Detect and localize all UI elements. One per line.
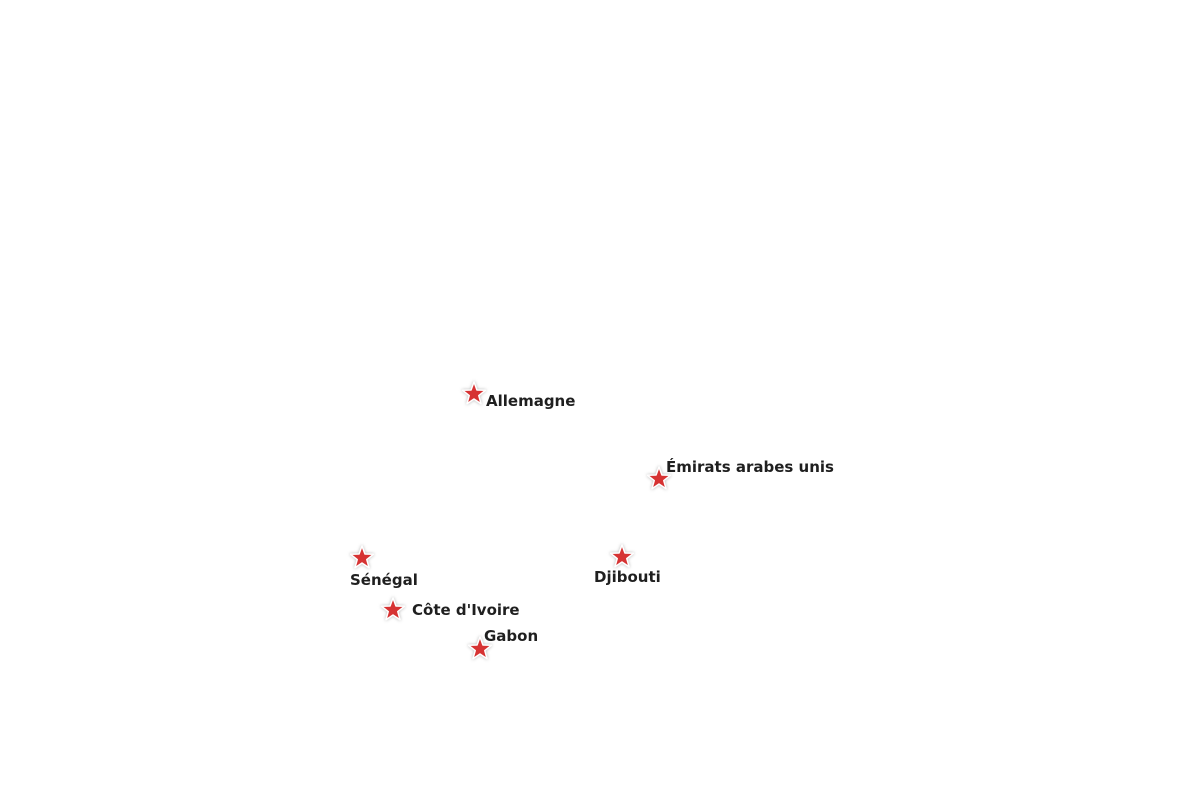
marker-label-gabon: Gabon (484, 627, 538, 645)
star-icon[interactable] (646, 466, 672, 490)
star-icon[interactable] (349, 545, 375, 569)
star-icon[interactable] (467, 636, 493, 660)
marker-label-emirats-arabes-unis: Émirats arabes unis (666, 457, 834, 476)
marker-senegal[interactable]: Sénégal (349, 545, 418, 589)
marker-label-cote-divoire: Côte d'Ivoire (412, 601, 520, 619)
marker-gabon[interactable]: Gabon (467, 627, 539, 660)
marker-label-allemagne: Allemagne (486, 392, 575, 410)
star-icon[interactable] (609, 544, 635, 568)
marker-djibouti[interactable]: Djibouti (594, 544, 661, 586)
marker-emirats-arabes-unis[interactable]: Émirats arabes unis (646, 457, 834, 490)
marker-label-djibouti: Djibouti (594, 568, 661, 586)
star-icon[interactable] (461, 381, 487, 405)
marker-allemagne[interactable]: Allemagne (461, 381, 576, 410)
marker-cote-divoire[interactable]: Côte d'Ivoire (380, 597, 520, 621)
marker-label-senegal: Sénégal (350, 571, 418, 589)
star-icon[interactable] (380, 597, 406, 621)
